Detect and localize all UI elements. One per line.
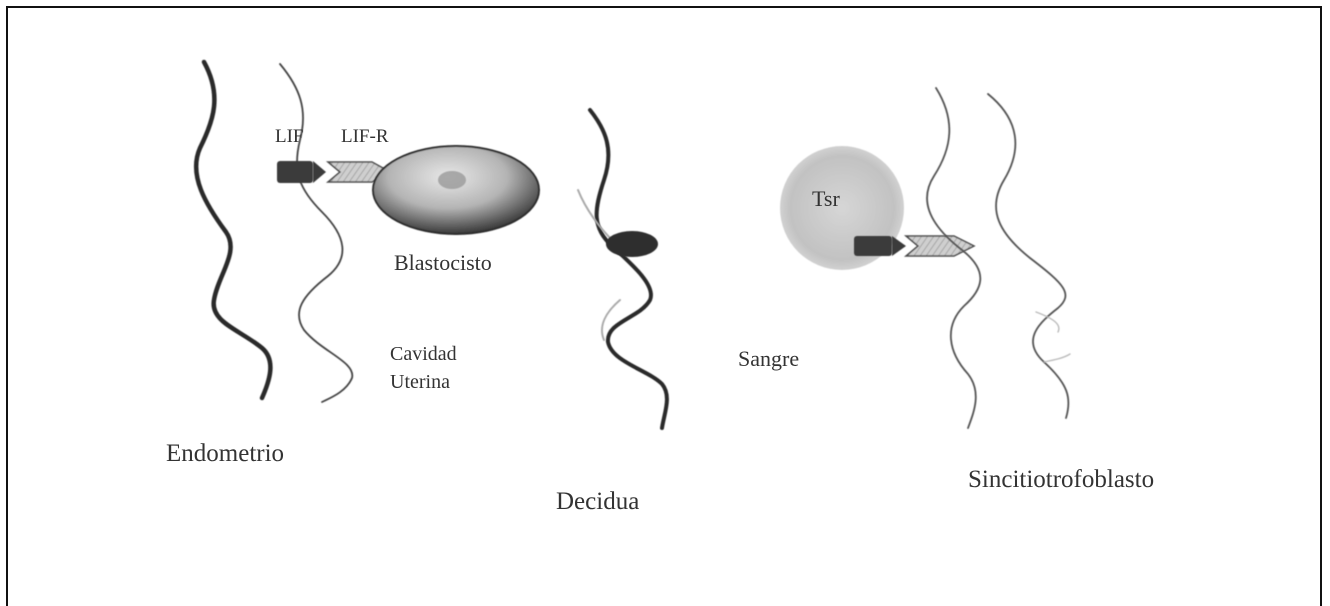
uterine-cavity-label: Cavidad Uterina: [390, 340, 457, 396]
blastocyst-label: Blastocisto: [394, 250, 492, 276]
decidua-shadow-line: [578, 190, 620, 340]
decidua-wall-line: [590, 110, 667, 428]
tsr-arrow-connector: [892, 236, 906, 256]
decidua-receptor-block: [606, 231, 658, 257]
uterine-cavity-line: [280, 64, 352, 402]
lif-r-label: LIF-R: [341, 126, 389, 148]
syncytiotrophoblast-line-2: [988, 94, 1068, 418]
blastocyst: [373, 146, 539, 234]
syncytiotrophoblast-shadow: [1036, 312, 1070, 362]
blood-label: Sangre: [738, 346, 799, 372]
endometrium-label: Endometrio: [166, 440, 284, 468]
tsr-receptor: [906, 236, 974, 256]
endometrium-wall-line: [196, 62, 270, 398]
lif-block: [277, 161, 313, 183]
tsr-binding-block: [854, 236, 892, 256]
uterine-cavity-line1: Cavidad: [390, 340, 457, 368]
tsr-label: Tsr: [812, 186, 840, 212]
decidua-label: Decidua: [556, 488, 639, 516]
syncytiotrophoblast-label: Sincitiotrofoblasto: [968, 466, 1154, 494]
lif-arrow-connector: [313, 161, 326, 183]
syncytiotrophoblast-line-1: [927, 88, 980, 428]
lif-label: LIF: [275, 126, 304, 148]
uterine-cavity-line2: Uterina: [390, 368, 457, 396]
blastocyst-inner-mass: [438, 171, 466, 189]
